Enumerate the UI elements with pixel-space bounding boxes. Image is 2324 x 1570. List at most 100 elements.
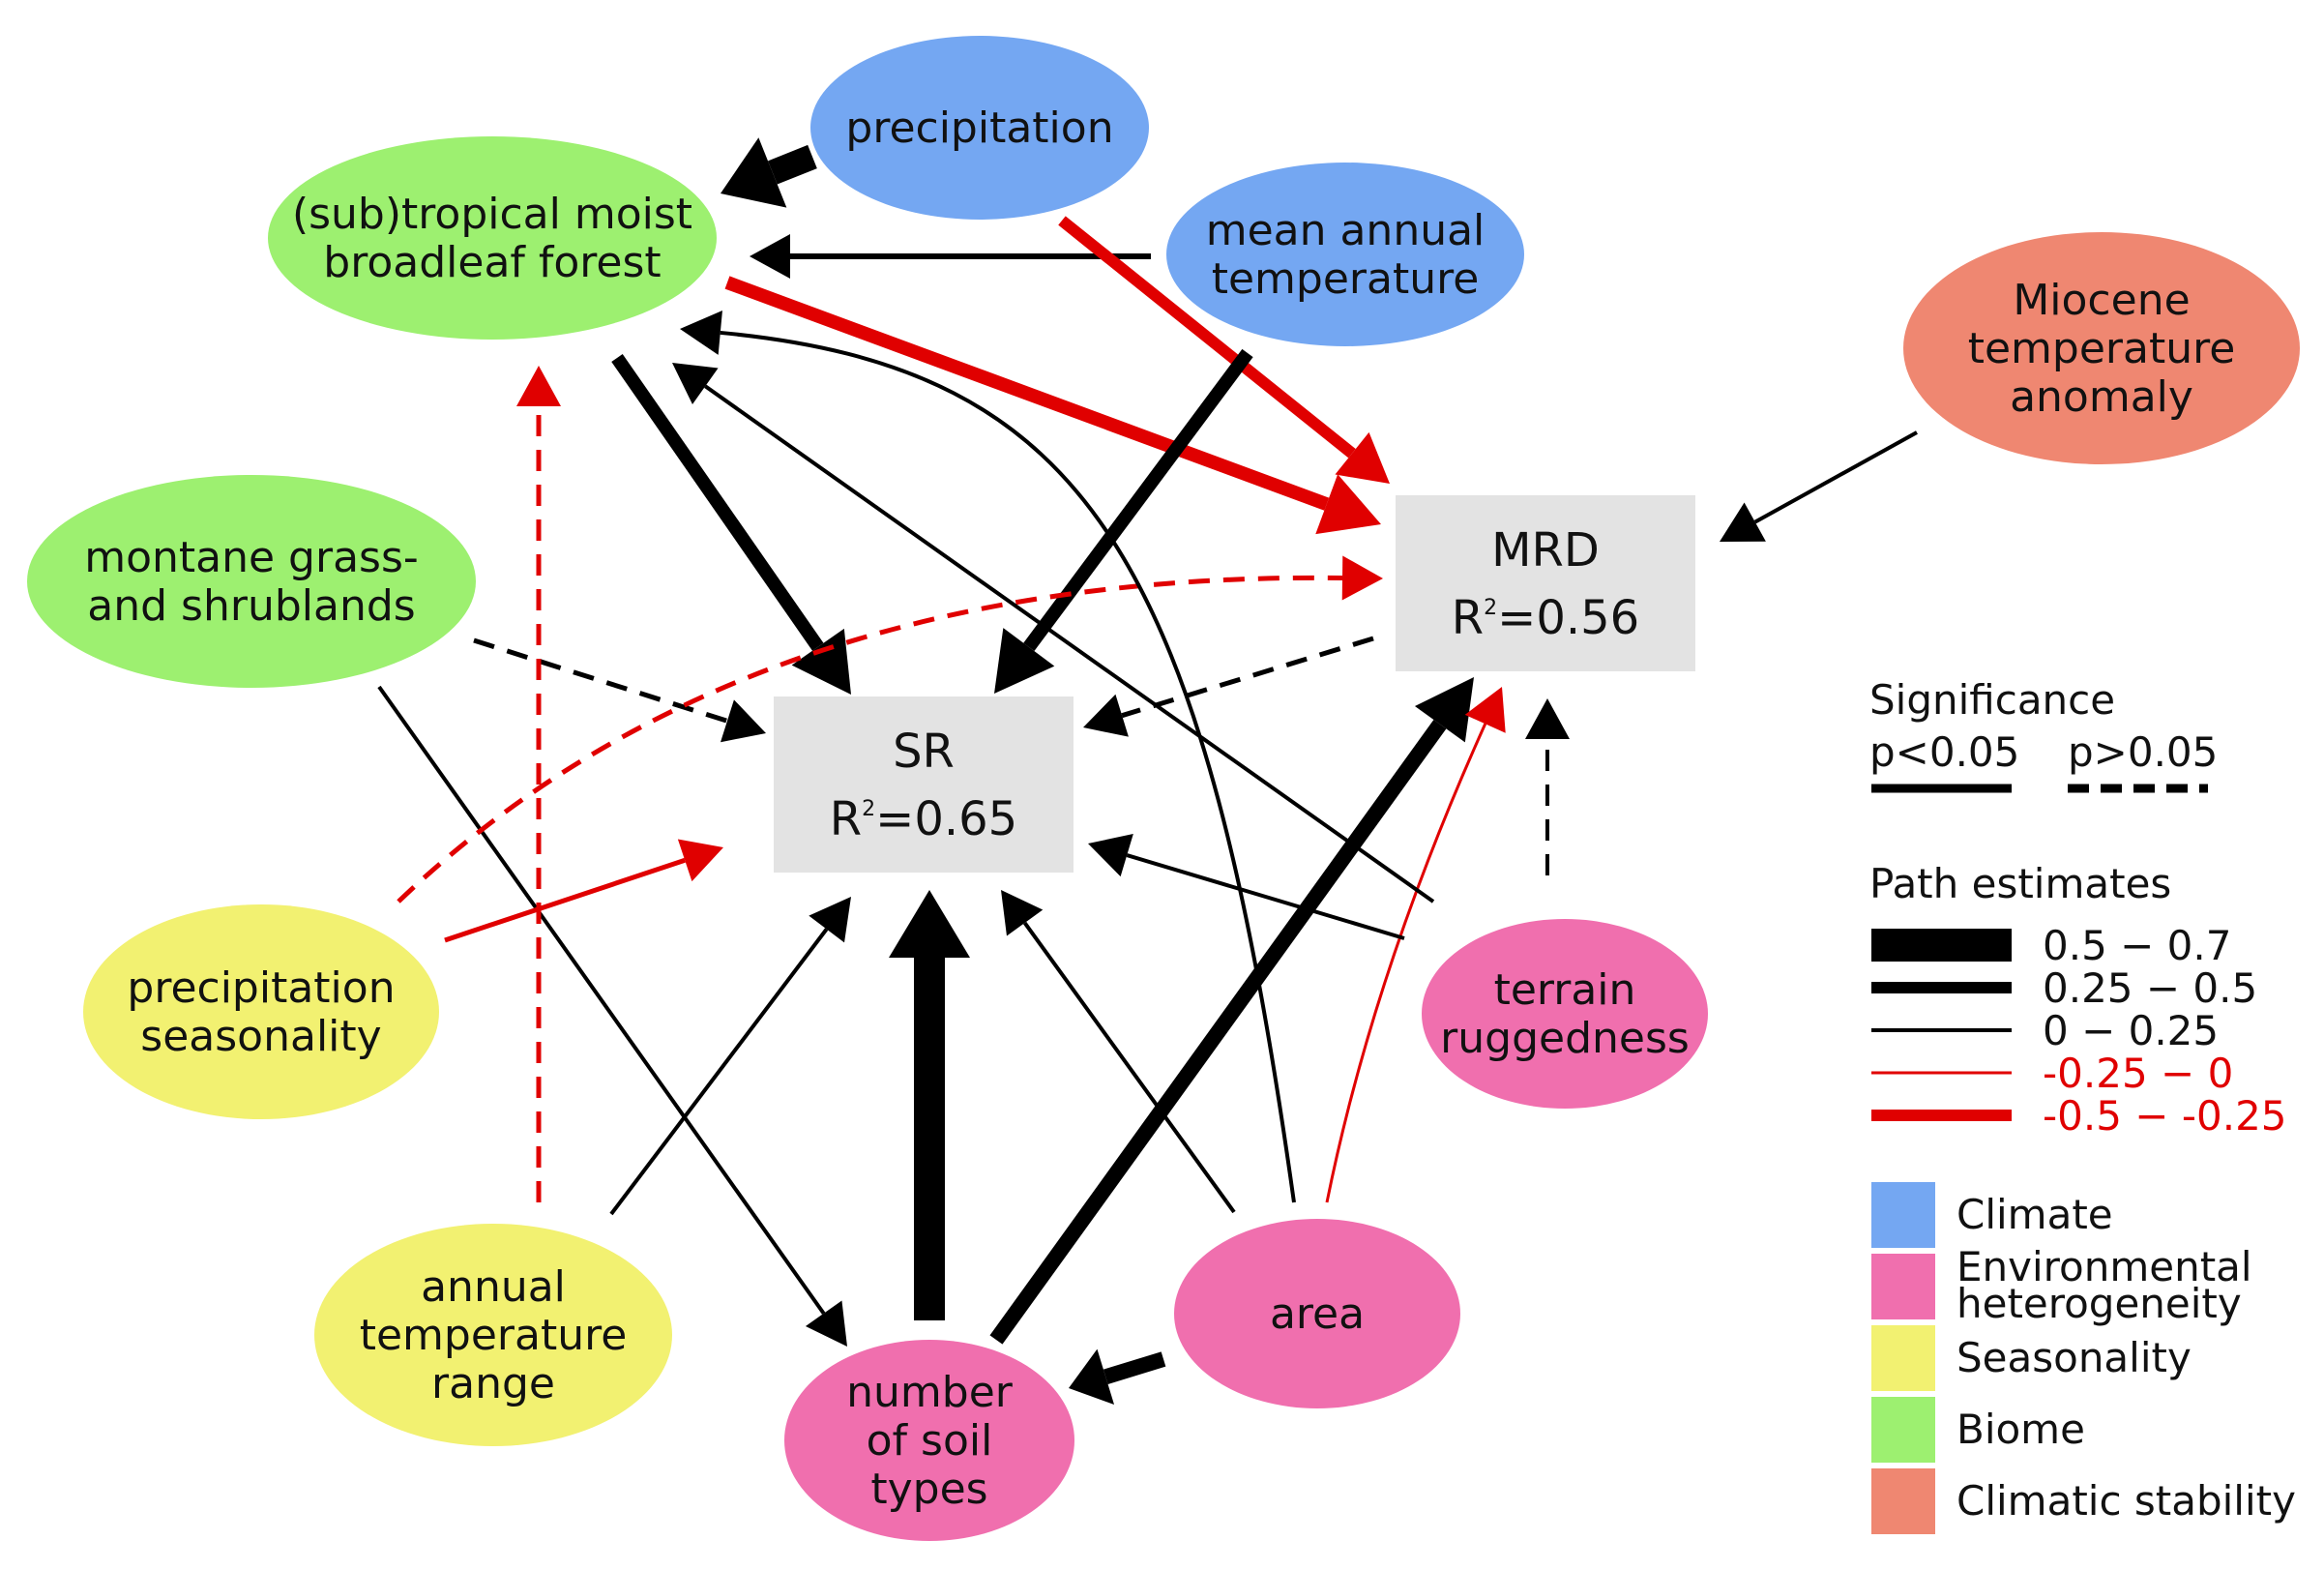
node-label: mean annual (1206, 206, 1486, 255)
node-label: temperature (360, 1311, 628, 1360)
edge-terrain_ruggedness-to-tropical_forest (672, 363, 1435, 903)
node-shape (1166, 163, 1524, 346)
legend-title: Significance (1869, 676, 2115, 724)
edge-line (1022, 921, 1236, 1214)
arrowhead-icon (1001, 890, 1044, 936)
edge-line (1103, 1351, 1166, 1384)
node-label: montane grass- (84, 533, 419, 582)
arrowhead-icon (805, 1300, 847, 1347)
arrowhead-icon (721, 699, 766, 743)
legend-group-label: Climatic stability (1956, 1477, 2296, 1525)
node-label: and shrublands (87, 581, 415, 631)
node-label: annual (421, 1262, 566, 1312)
legend-estimate-label: -0.25 − 0 (2043, 1050, 2233, 1097)
node-label: precipitation (845, 104, 1113, 153)
node-label: anomaly (2010, 372, 2193, 422)
node-area: area (1174, 1219, 1460, 1408)
arrowhead-icon (1335, 431, 1390, 484)
r2-value: R2=0.56 (1452, 591, 1639, 645)
arrowhead-icon (1464, 687, 1506, 733)
edge-line (724, 276, 1330, 511)
node-label: ruggedness (1440, 1014, 1690, 1063)
arrowhead-icon (1315, 474, 1381, 535)
node-label: area (1270, 1289, 1365, 1339)
legend-swatch (1871, 1325, 1935, 1391)
arrowhead-icon (1088, 834, 1133, 877)
node-label: (sub)tropical moist (292, 190, 692, 239)
edge-mean_annual_temperature-to-tropical_forest (750, 234, 1151, 279)
node-label: SR (893, 725, 955, 779)
node-label: of soil (867, 1416, 993, 1466)
r2-value: R2=0.65 (830, 792, 1017, 846)
arrowhead-icon (994, 628, 1055, 694)
node-shape (27, 475, 476, 688)
edge-line (1121, 636, 1374, 719)
edge-line (704, 384, 1435, 903)
edge-montane_grass-to-SR (473, 637, 766, 743)
legend-swatch (1871, 1254, 1935, 1319)
edge-area-to-soil_types (1069, 1348, 1166, 1405)
legend-group-label: Climate (1956, 1191, 2113, 1238)
arrowhead-icon (677, 839, 723, 882)
legend-group-label: Biome (1956, 1406, 2085, 1453)
node-box (1396, 495, 1695, 671)
edge-line (397, 575, 1343, 903)
legend-swatch (1871, 1468, 1935, 1534)
edge-line (611, 354, 824, 651)
node-label: seasonality (140, 1012, 381, 1061)
edge-terrain_ruggedness-to-SR (1088, 834, 1405, 940)
node-shape (314, 1224, 672, 1446)
edge-line (1023, 348, 1253, 652)
edge-line (609, 928, 829, 1216)
legend-path-estimates: Path estimates 0.5 − 0.70.25 − 0.50 − 0.2… (1869, 860, 2287, 1140)
legend-estimate-label: 0.5 − 0.7 (2043, 922, 2231, 969)
edge-annual_temperature_range-to-SR (609, 897, 851, 1216)
legend-groups: ClimateEnvironmentalheterogeneitySeasona… (1871, 1182, 2296, 1534)
legend-estimate-label: 0.25 − 0.5 (2043, 964, 2257, 1012)
arrowhead-icon (1083, 694, 1129, 737)
edge-precipitation-to-MRD (1058, 216, 1390, 484)
arrowhead-icon (889, 890, 970, 958)
legend-swatch (1871, 1397, 1935, 1463)
legend-dashed-label: p>0.05 (2068, 728, 2218, 776)
edge-line (768, 144, 817, 185)
legend-group-label: heterogeneity (1956, 1280, 2242, 1327)
edge-soil_types-to-SR (889, 890, 970, 1320)
edge-terrain_ruggedness-to-MRD (1525, 698, 1570, 875)
legend-estimate-label: 0 − 0.25 (2043, 1007, 2219, 1054)
node-shape (810, 36, 1149, 220)
node-label: range (431, 1359, 555, 1408)
node-shape (83, 904, 439, 1119)
arrowhead-icon (750, 234, 790, 279)
edge-MRD-to-SR (1083, 636, 1374, 737)
arrowhead-icon (1414, 677, 1474, 743)
node-shape (1422, 919, 1708, 1109)
edge-precipitation_seasonality-to-MRD (397, 555, 1383, 903)
node-shape (268, 136, 717, 340)
edge-soil_types-to-MRD (989, 677, 1474, 1345)
legend-estimate-label: -0.5 − -0.25 (2043, 1092, 2287, 1140)
legend-swatch (1871, 1182, 1935, 1248)
node-label: number (846, 1368, 1014, 1417)
edge-montane_grass-to-soil_types (377, 685, 847, 1347)
legend-title: Path estimates (1869, 860, 2171, 907)
legend-solid-label: p<0.05 (1869, 728, 2019, 776)
edge-area-to-SR (1001, 890, 1236, 1214)
arrowhead-icon (680, 311, 722, 355)
node-label: temperature (1212, 254, 1480, 304)
arrowhead-icon (1525, 698, 1570, 739)
edge-line (989, 719, 1447, 1345)
edge-line (720, 330, 1296, 1203)
node-montane-grass: montane grass-and shrublands (27, 475, 476, 688)
legend-group-label: Seasonality (1956, 1334, 2192, 1381)
arrowhead-icon (809, 897, 851, 943)
arrowhead-icon (672, 363, 719, 405)
